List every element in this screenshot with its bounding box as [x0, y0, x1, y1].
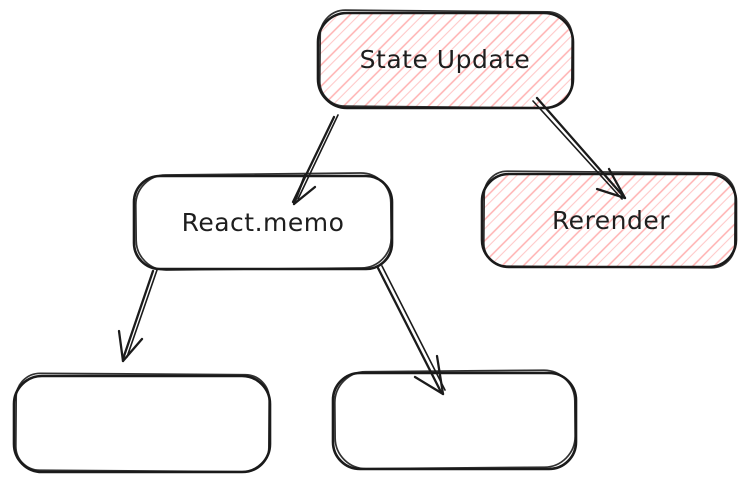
node-react-memo: React.memo [132, 172, 394, 271]
arrow-state-update-to-react-memo [291, 114, 339, 206]
arrow-state-update-to-rerender [532, 96, 627, 200]
rerender-hatch-fill [482, 174, 736, 267]
node-label-state-update: State Update [360, 45, 531, 74]
arrow-react-memo-to-child-right [376, 265, 446, 396]
node-child-right [331, 369, 578, 471]
node-child-left [12, 372, 272, 474]
state-update-hatch-fill [318, 13, 573, 108]
arrowhead-barb [292, 185, 317, 206]
arrowhead-barb [413, 375, 445, 396]
arrowhead-barb [292, 173, 307, 206]
node-label-rerender: Rerender [552, 206, 670, 235]
arrowhead-barb [121, 337, 144, 363]
node-state-update: State Update [316, 9, 575, 110]
arrowhead-barb [435, 354, 445, 396]
arrowhead-barb [117, 329, 125, 363]
arrowhead-barb [607, 167, 627, 200]
node-label-react-memo: React.memo [182, 208, 345, 237]
arrowhead-barb [595, 187, 627, 200]
arrow-react-memo-to-child-left [117, 269, 158, 363]
